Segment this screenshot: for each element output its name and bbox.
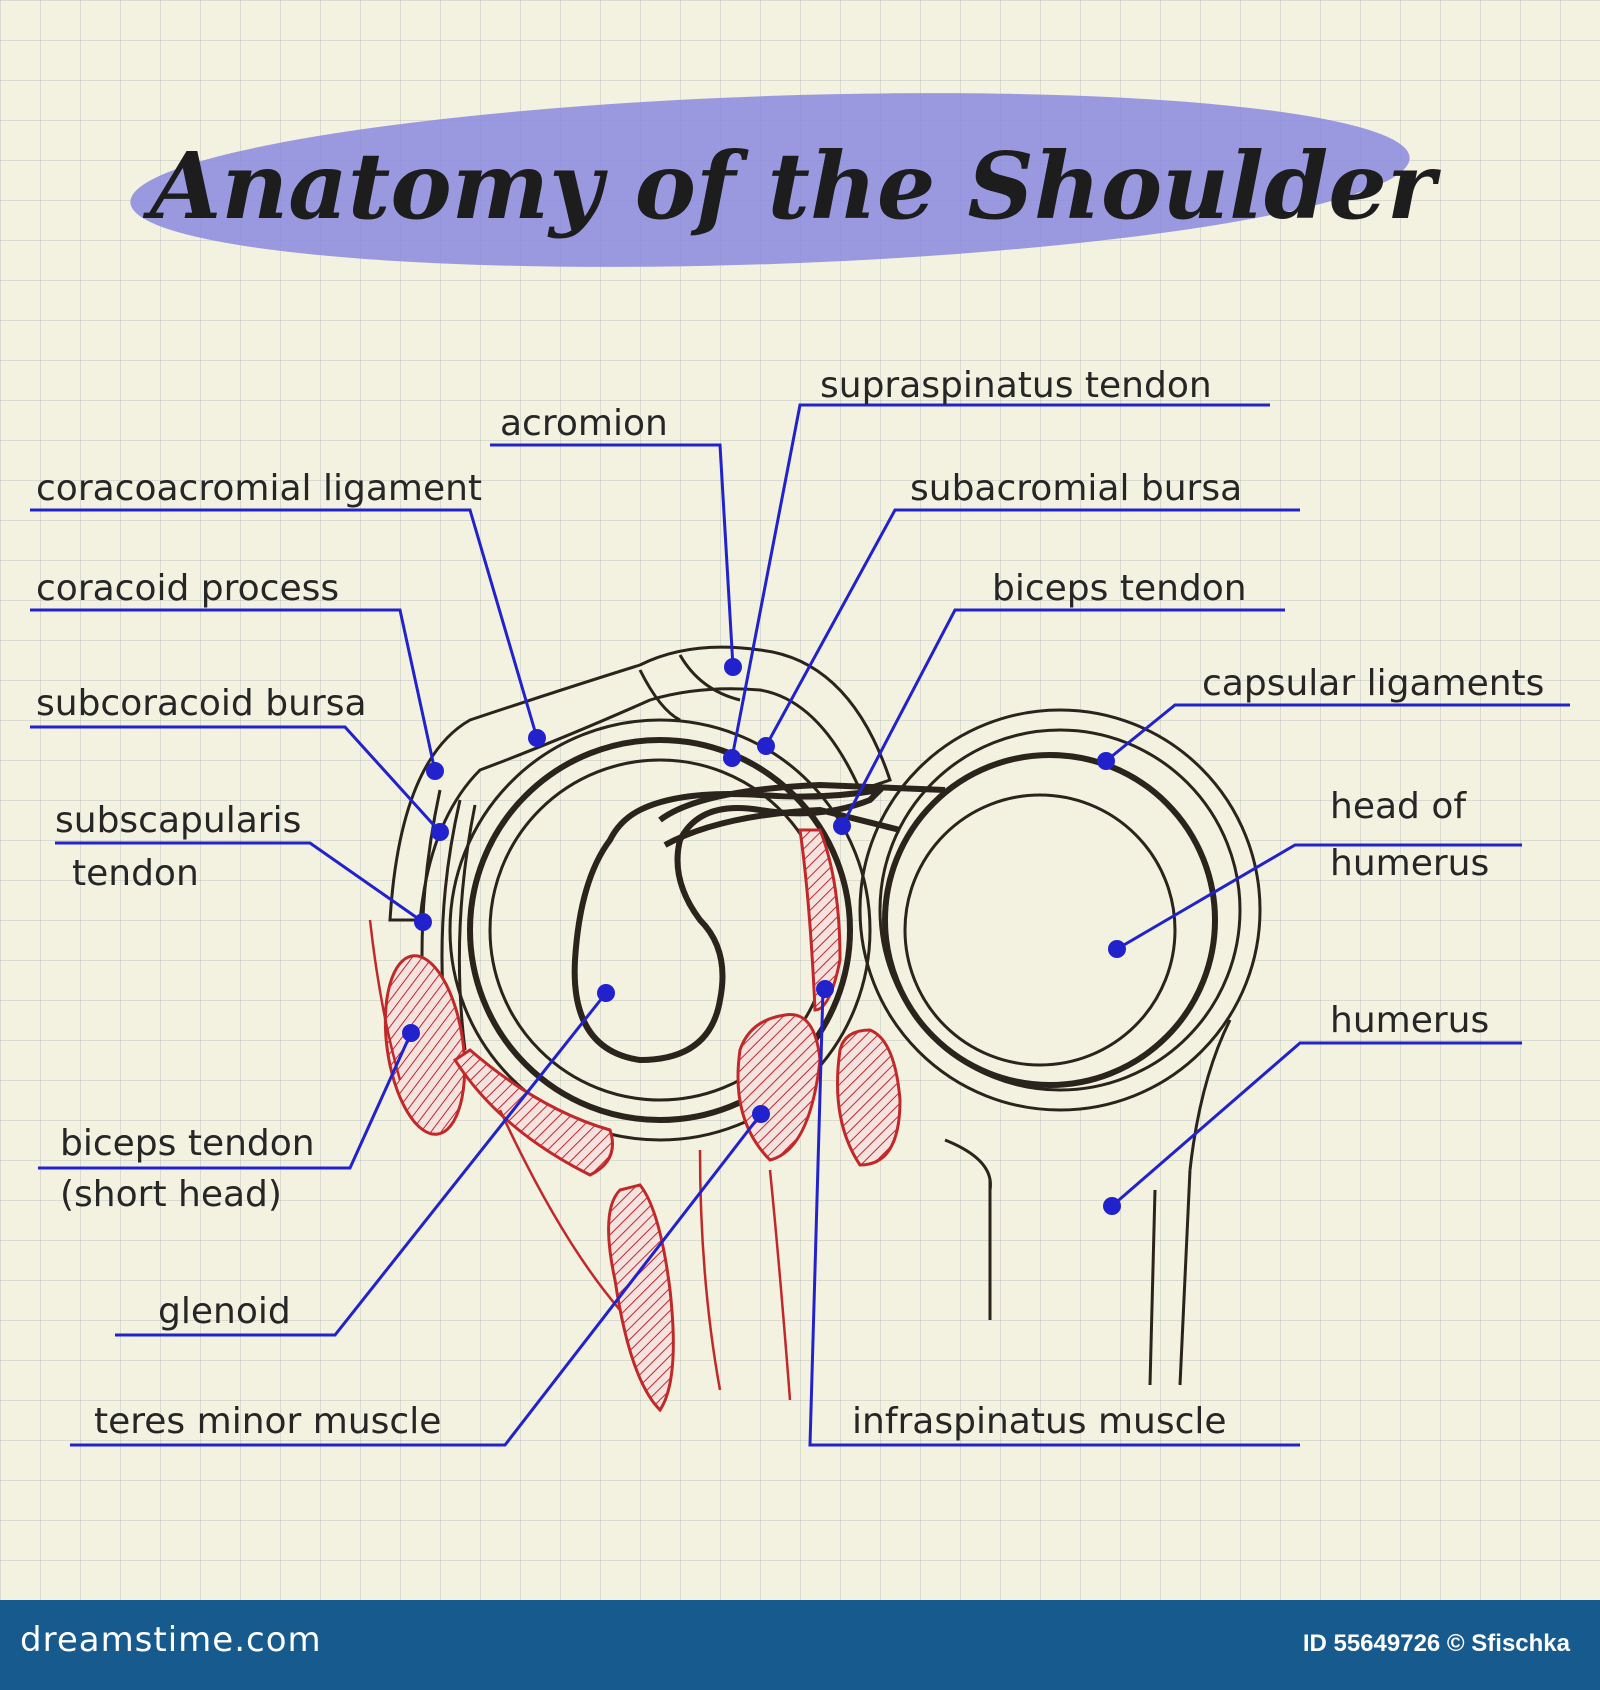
title-highlight xyxy=(130,93,1410,267)
leader-subcoracoid xyxy=(30,725,442,834)
leader-head-of-humerus xyxy=(1116,843,1522,951)
label-glenoid: glenoid xyxy=(158,1291,291,1332)
dot-subcoracoid xyxy=(431,823,449,841)
head-of-humerus xyxy=(858,708,1262,1112)
dot-acromion xyxy=(724,658,742,676)
footer-image-id: ID 55649726 © Sfischka xyxy=(1302,1630,1570,1657)
dot-biceps-short xyxy=(402,1024,420,1042)
humerus-neck xyxy=(944,1019,1232,1191)
teres-minor-muscle xyxy=(607,1183,675,1413)
label-supraspinatus-tendon: supraspinatus tendon xyxy=(820,365,1212,406)
label-subscapularis-line2: tendon xyxy=(72,853,199,894)
leader-coracoacromial xyxy=(30,508,539,739)
label-subacromial-bursa: subacromial bursa xyxy=(910,468,1242,509)
biceps-short-head-muscle xyxy=(383,954,467,1136)
acromion-ridge xyxy=(638,654,741,722)
dot-head-of-humerus xyxy=(1108,940,1126,958)
leader-subscapularis xyxy=(55,841,424,924)
label-acromion: acromion xyxy=(500,403,668,444)
leader-acromion xyxy=(490,443,735,668)
leader-supraspinatus xyxy=(730,403,1270,759)
infraspinatus-left xyxy=(736,1013,822,1162)
leader-humerus xyxy=(1111,1041,1522,1208)
label-biceps-short-line1: biceps tendon xyxy=(60,1123,315,1164)
label-coracoid-process: coracoid process xyxy=(36,568,339,609)
dot-subacromial xyxy=(757,737,775,755)
leader-biceps-short xyxy=(38,1032,413,1170)
label-biceps-tendon: biceps tendon xyxy=(992,568,1247,609)
label-capsular-ligaments: capsular ligaments xyxy=(1202,663,1544,704)
label-biceps-short-line2: (short head) xyxy=(60,1174,282,1215)
page-title: Anatomy of the Shoulder xyxy=(142,132,1442,240)
leader-coracoid xyxy=(30,608,437,772)
dot-humerus xyxy=(1103,1197,1121,1215)
muscle-lines xyxy=(368,919,792,1401)
label-subcoracoid-bursa: subcoracoid bursa xyxy=(36,683,367,724)
leader-teres-minor xyxy=(70,1113,763,1447)
shoulder-diagram: Anatomy of the Shoulder xyxy=(30,93,1570,1447)
label-head-of-humerus-line2: humerus xyxy=(1330,843,1489,884)
dot-coracoid xyxy=(426,762,444,780)
muscles xyxy=(368,828,902,1413)
label-subscapularis-line1: subscapularis xyxy=(55,800,301,841)
label-coracoacromial-ligament: coracoacromial ligament xyxy=(36,468,482,509)
infraspinatus-right xyxy=(836,1028,902,1167)
leader-subacromial xyxy=(764,508,1300,747)
label-head-of-humerus-line1: head of xyxy=(1330,786,1467,827)
dot-glenoid xyxy=(597,984,615,1002)
label-humerus: humerus xyxy=(1330,1000,1489,1041)
footer-bar: dreamstime.com ID 55649726 © Sfischka xyxy=(0,1600,1600,1690)
dot-capsular xyxy=(1097,752,1115,770)
leader-capsular xyxy=(1105,703,1570,763)
title-group: Anatomy of the Shoulder xyxy=(130,93,1442,267)
dot-subscapularis xyxy=(414,913,432,931)
labels: acromion supraspinatus tendon coracoacro… xyxy=(36,365,1544,1442)
biceps-tendon-band xyxy=(658,781,946,848)
acromion-arch xyxy=(388,645,892,922)
leader-lines xyxy=(30,403,1570,1447)
label-infraspinatus-muscle: infraspinatus muscle xyxy=(852,1401,1227,1442)
dot-supraspinatus xyxy=(723,749,741,767)
label-teres-minor-muscle: teres minor muscle xyxy=(94,1401,441,1442)
leader-biceps xyxy=(840,608,1285,827)
leader-glenoid xyxy=(115,992,608,1337)
footer-logo[interactable]: dreamstime.com xyxy=(20,1620,322,1660)
leader-infraspinatus xyxy=(808,988,1300,1447)
dot-teres-minor xyxy=(752,1105,770,1123)
shoulder-drawing xyxy=(368,645,1262,1413)
dot-coracoacromial xyxy=(528,729,546,747)
infraspinatus-strip xyxy=(798,828,842,1012)
humerus-shaft xyxy=(988,1169,1192,1386)
dot-infraspinatus xyxy=(816,980,834,998)
dot-biceps xyxy=(833,817,851,835)
